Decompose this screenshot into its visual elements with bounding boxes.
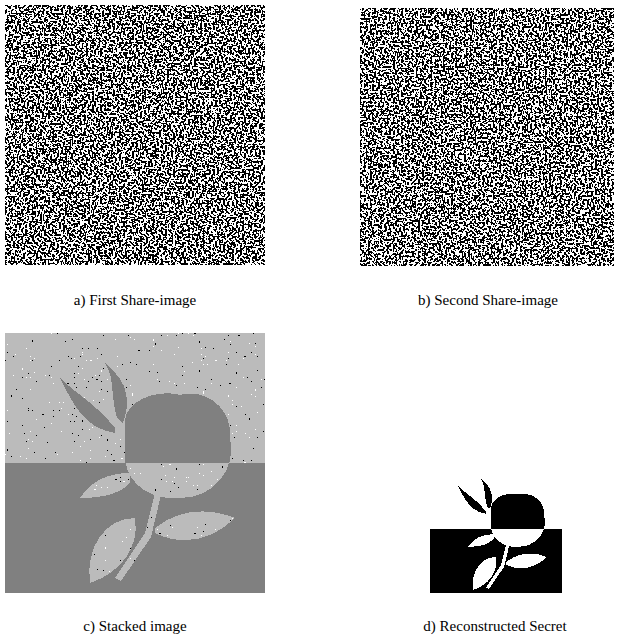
caption: b) Second Share-image [418,291,558,309]
stacked-image [5,333,265,593]
rose-bottom [430,529,562,593]
second-share-image [360,8,614,266]
caption: a) First Share-image [74,291,196,309]
noise-pattern [5,5,265,265]
first-share-image [5,5,265,265]
caption: c) Stacked image [83,617,186,635]
noise-pattern [360,8,614,266]
reconstructed-secret [430,478,562,593]
caption: d) Reconstructed Secret [423,617,566,635]
noise-pattern [5,333,265,593]
rose-top [458,478,547,529]
gray-region [5,463,265,593]
rose-shape [458,529,547,590]
rose-shape [458,478,547,529]
rose-shape [5,333,265,463]
